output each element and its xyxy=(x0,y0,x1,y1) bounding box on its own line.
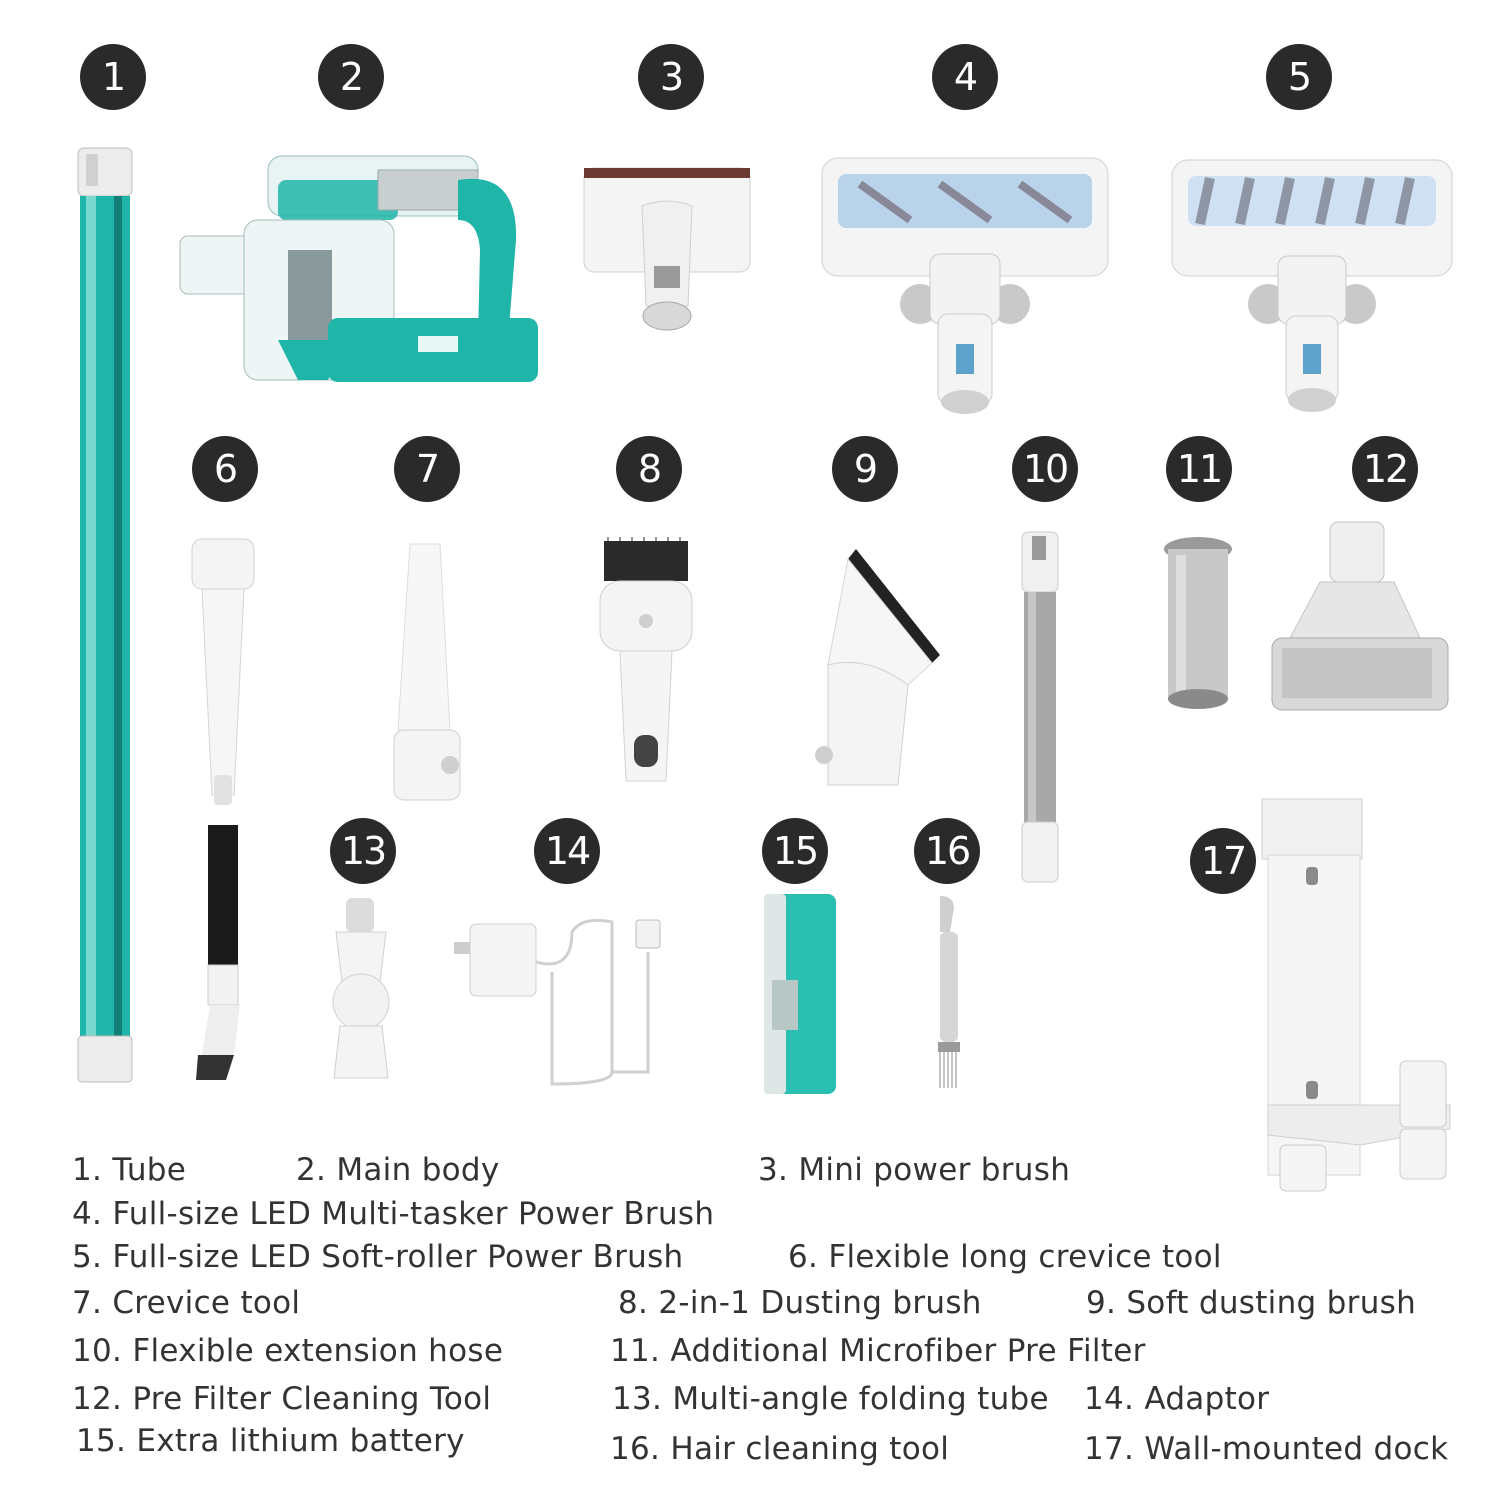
soft-roller-brush-icon xyxy=(1171,159,1453,412)
badge-5: 5 xyxy=(1266,44,1332,110)
badge-2: 2 xyxy=(318,44,384,110)
legend-item-7: 7. Crevice tool xyxy=(72,1285,301,1321)
legend-item-8: 8. 2-in-1 Dusting brush xyxy=(618,1285,982,1321)
legend-item-15: 15. Extra lithium battery xyxy=(76,1423,465,1459)
main-body-icon xyxy=(179,155,538,382)
badge-4: 4 xyxy=(932,44,998,110)
legend-item-17: 17. Wall-mounted dock xyxy=(1084,1431,1449,1467)
badge-6: 6 xyxy=(192,436,258,502)
badge-9: 9 xyxy=(832,436,898,502)
legend-item-5: 5. Full-size LED Soft-roller Power Brush xyxy=(72,1239,684,1275)
legend-item-13: 13. Multi-angle folding tube xyxy=(612,1381,1049,1417)
badge-8: 8 xyxy=(616,436,682,502)
badge-10: 10 xyxy=(1012,436,1078,502)
legend-item-12: 12. Pre Filter Cleaning Tool xyxy=(72,1381,492,1417)
extension-hose-icon xyxy=(1021,531,1059,883)
crevice-tool-icon xyxy=(393,543,461,801)
badge-12: 12 xyxy=(1352,436,1418,502)
legend-item-2: 2. Main body xyxy=(296,1152,500,1188)
badge-11: 11 xyxy=(1166,436,1232,502)
legend-item-4: 4. Full-size LED Multi-tasker Power Brus… xyxy=(72,1196,715,1232)
mini-power-brush-icon xyxy=(583,167,751,331)
badge-16: 16 xyxy=(914,818,980,884)
legend-item-10: 10. Flexible extension hose xyxy=(72,1333,504,1369)
badge-17: 17 xyxy=(1190,828,1256,894)
folding-tube-icon xyxy=(332,898,390,1079)
multi-tasker-brush-icon xyxy=(821,157,1109,414)
soft-dusting-brush-icon xyxy=(815,549,940,786)
dusting-brush-icon xyxy=(599,537,693,782)
legend-item-9: 9. Soft dusting brush xyxy=(1086,1285,1417,1321)
battery-icon xyxy=(764,894,836,1094)
badge-3: 3 xyxy=(638,44,704,110)
legend-item-14: 14. Adaptor xyxy=(1084,1381,1270,1417)
hair-cleaning-tool-icon xyxy=(938,896,960,1088)
legend-item-1: 1. Tube xyxy=(72,1152,187,1188)
adaptor-icon xyxy=(454,918,661,1086)
legend-item-3: 3. Mini power brush xyxy=(758,1152,1071,1188)
wall-dock-icon xyxy=(1261,798,1451,1192)
legend-item-16: 16. Hair cleaning tool xyxy=(610,1431,950,1467)
badge-15: 15 xyxy=(762,818,828,884)
badge-1: 1 xyxy=(80,44,146,110)
tube-icon xyxy=(77,147,133,1083)
pre-filter-icon xyxy=(1164,537,1232,709)
legend-item-11: 11. Additional Microfiber Pre Filter xyxy=(610,1333,1146,1369)
filter-cleaning-tool-icon xyxy=(1271,521,1449,711)
badge-7: 7 xyxy=(394,436,460,502)
legend-item-6: 6. Flexible long crevice tool xyxy=(788,1239,1222,1275)
badge-14: 14 xyxy=(534,818,600,884)
flexible-crevice-tool-icon xyxy=(191,538,255,1080)
badge-13: 13 xyxy=(330,818,396,884)
